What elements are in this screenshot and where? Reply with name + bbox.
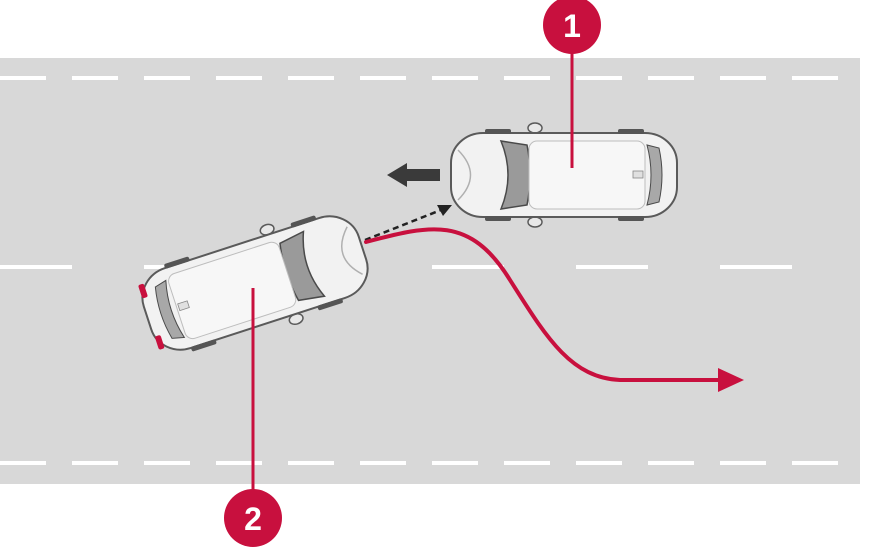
- callout-1: 1: [543, 0, 601, 168]
- detection-line: [364, 205, 452, 242]
- callout-1-number: 1: [563, 8, 581, 44]
- road-surface: [0, 58, 860, 484]
- callout-2-marker: [224, 489, 282, 547]
- curved-arrow-icon: [364, 227, 744, 392]
- callout-1-marker: [543, 0, 601, 54]
- callout-2-number: 2: [244, 501, 262, 537]
- car-top-view-icon: [450, 122, 678, 228]
- left-arrow-icon: [387, 163, 440, 187]
- callout-2: 2: [224, 288, 282, 547]
- oncoming-vehicle: [450, 122, 678, 228]
- car-top-view-icon: [138, 215, 369, 352]
- own-vehicle: [138, 215, 369, 352]
